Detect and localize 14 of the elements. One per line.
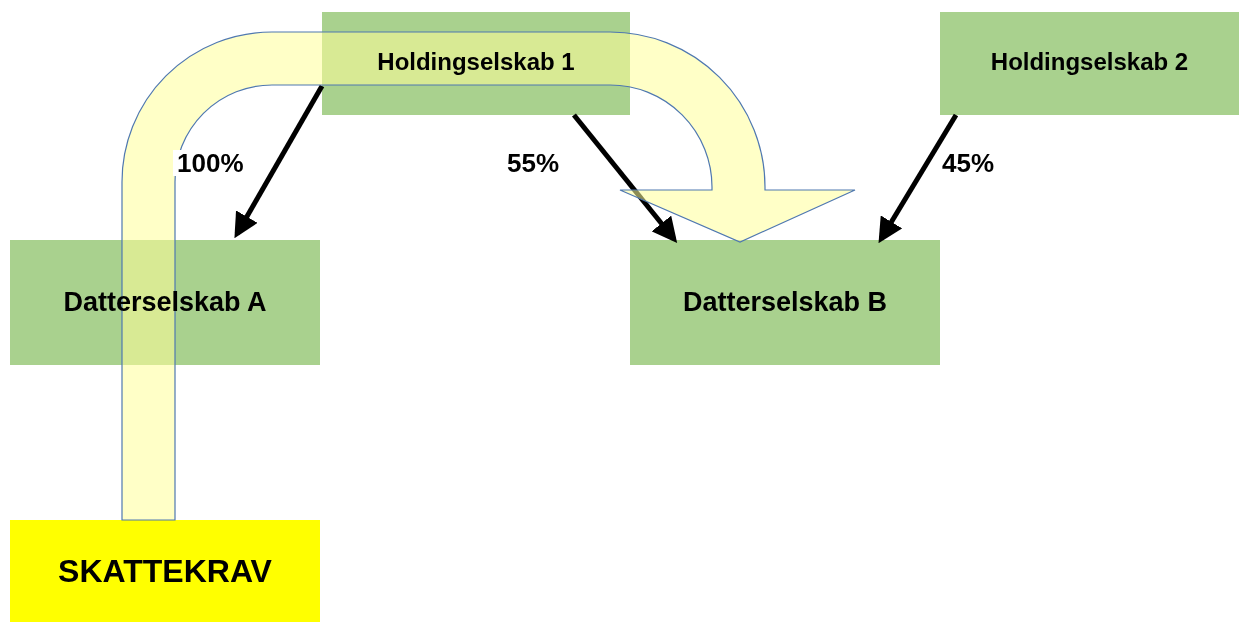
company-box (322, 12, 630, 115)
company-box (10, 520, 320, 622)
curved-block-arrow (121, 31, 856, 521)
company-box (940, 12, 1239, 115)
company-box (10, 240, 320, 365)
arrow (878, 113, 959, 244)
company-box (630, 240, 940, 365)
arrow (234, 84, 325, 239)
company-name: SKATTEKRAV (58, 552, 272, 591)
arrow (572, 113, 678, 243)
company-name: Holdingselskab 2 (990, 47, 1189, 77)
company-name: Datterselskab B (682, 286, 888, 320)
company-name: Datterselskab A (63, 286, 267, 320)
company-name: Holdingselskab 1 (377, 47, 575, 77)
